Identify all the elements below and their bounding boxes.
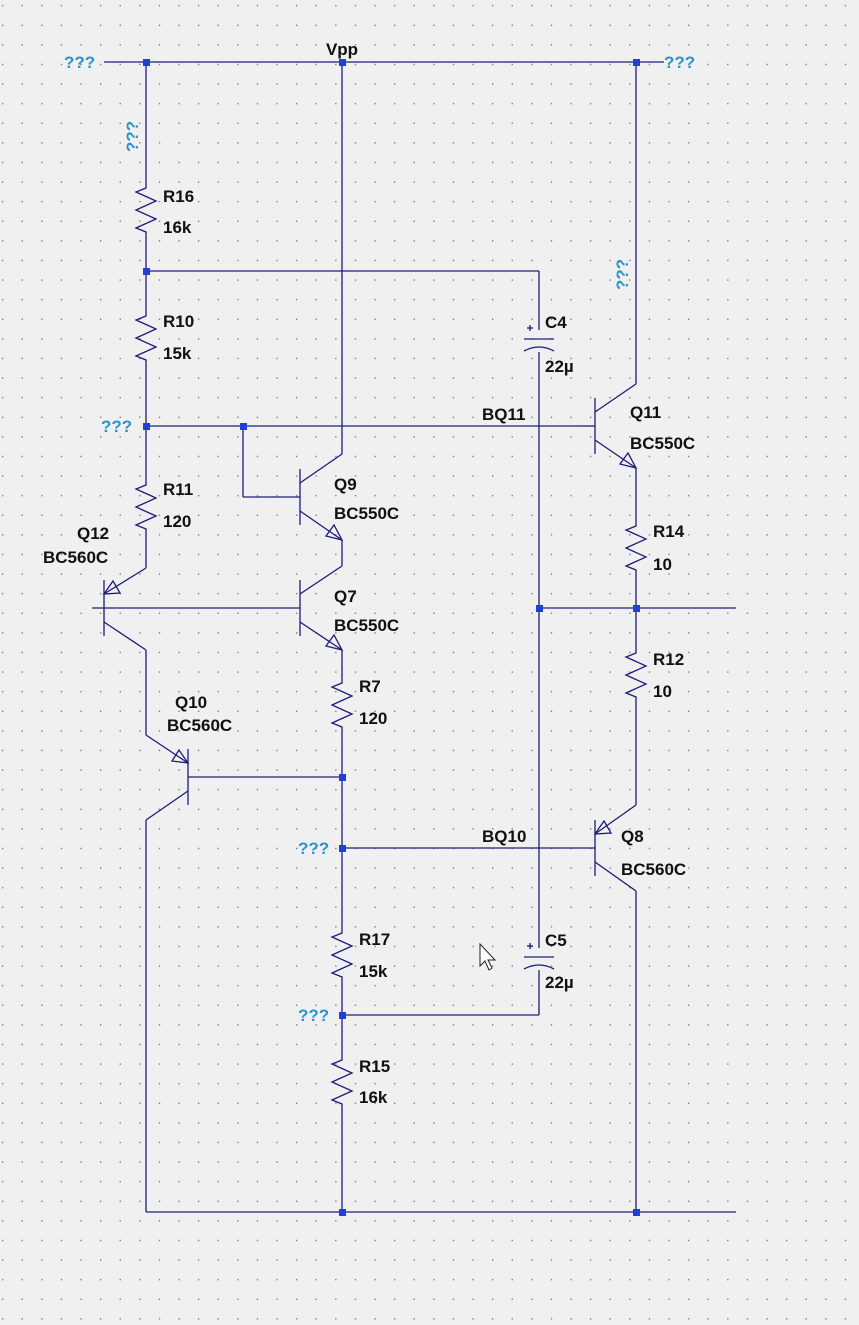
r12-name[interactable]: R12 xyxy=(653,650,684,669)
r10-value[interactable]: 15k xyxy=(163,344,192,363)
net-label-unnamed-r17-r15[interactable]: ??? xyxy=(298,1006,329,1025)
resistor-r12-symbol[interactable] xyxy=(624,648,648,701)
q12-model[interactable]: BC560C xyxy=(43,548,108,567)
q9-name[interactable]: Q9 xyxy=(334,475,357,494)
transistor-q8-pnp-symbol[interactable] xyxy=(593,804,637,892)
c4-value[interactable]: 22µ xyxy=(545,357,574,376)
resistor-r15-symbol[interactable] xyxy=(330,1055,354,1108)
r16-value[interactable]: 16k xyxy=(163,218,192,237)
q11-model[interactable]: BC550C xyxy=(630,434,695,453)
q10-model[interactable]: BC560C xyxy=(167,716,232,735)
capacitor-c5-symbol[interactable] xyxy=(523,943,555,970)
q9-model[interactable]: BC550C xyxy=(334,504,399,523)
net-label-bq11[interactable]: BQ11 xyxy=(482,405,525,424)
resistor-r16-symbol[interactable] xyxy=(134,183,158,237)
net-label-bq10[interactable]: BQ10 xyxy=(482,827,526,846)
q8-model[interactable]: BC560C xyxy=(621,860,686,879)
c5-name[interactable]: C5 xyxy=(545,931,567,950)
resistor-r14-symbol[interactable] xyxy=(624,521,648,574)
r11-value[interactable]: 120 xyxy=(163,512,191,531)
transistor-q9-npn-symbol[interactable] xyxy=(299,453,344,541)
net-label-unnamed-q11-collector[interactable]: ??? xyxy=(613,259,632,290)
net-label-unnamed-top-left[interactable]: ??? xyxy=(64,53,95,72)
net-label-unnamed-q9-base[interactable]: ??? xyxy=(101,417,132,436)
r11-name[interactable]: R11 xyxy=(163,480,193,499)
r7-name[interactable]: R7 xyxy=(359,677,381,696)
arrow-cursor-icon xyxy=(479,942,497,971)
net-label-unnamed-q8-base[interactable]: ??? xyxy=(298,839,329,858)
net-label-vpp[interactable]: Vpp xyxy=(326,40,358,59)
q8-name[interactable]: Q8 xyxy=(621,827,644,846)
q12-name[interactable]: Q12 xyxy=(77,524,109,543)
r15-value[interactable]: 16k xyxy=(359,1088,388,1107)
resistor-r17-symbol[interactable] xyxy=(330,928,354,982)
q10-name[interactable]: Q10 xyxy=(175,693,207,712)
transistor-q11-npn-symbol[interactable] xyxy=(583,383,638,469)
r12-value[interactable]: 10 xyxy=(653,682,672,701)
r17-name[interactable]: R17 xyxy=(359,930,390,949)
r7-value[interactable]: 120 xyxy=(359,709,387,728)
r10-name[interactable]: R10 xyxy=(163,312,194,331)
resistor-r7-symbol[interactable] xyxy=(330,678,354,731)
r17-value[interactable]: 15k xyxy=(359,962,388,981)
transistor-q12-pnp-symbol[interactable] xyxy=(102,567,147,651)
net-label-unnamed-r16-top[interactable]: ??? xyxy=(123,121,142,152)
q7-model[interactable]: BC550C xyxy=(334,616,399,635)
r16-name[interactable]: R16 xyxy=(163,187,194,206)
c4-name[interactable]: C4 xyxy=(545,313,567,332)
net-label-unnamed-top-right[interactable]: ??? xyxy=(664,53,695,72)
r15-name[interactable]: R15 xyxy=(359,1057,390,1076)
c5-value[interactable]: 22µ xyxy=(545,973,574,992)
q7-name[interactable]: Q7 xyxy=(334,587,357,606)
junction-dots xyxy=(143,59,640,1216)
r14-name[interactable]: R14 xyxy=(653,522,685,541)
r14-value[interactable]: 10 xyxy=(653,555,672,574)
q11-name[interactable]: Q11 xyxy=(630,403,661,422)
transistor-q7-npn-symbol[interactable] xyxy=(299,565,344,651)
capacitor-c4-symbol[interactable] xyxy=(523,325,555,352)
resistor-r10-symbol[interactable] xyxy=(134,311,158,364)
transistor-q10-pnp-symbol[interactable] xyxy=(145,734,190,821)
resistor-r11-symbol[interactable] xyxy=(134,480,158,533)
